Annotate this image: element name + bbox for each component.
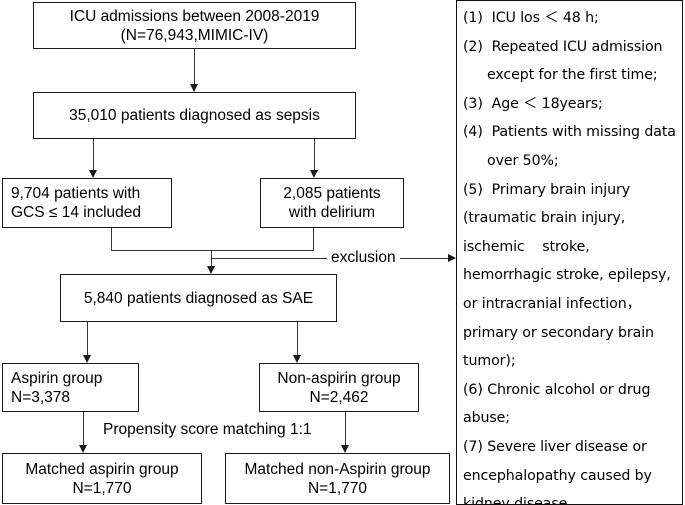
connector-aspirin-to-matched [83, 412, 84, 445]
exclusion-line: (4) Patients with missing data [463, 124, 676, 141]
connector-delirium-down [313, 228, 314, 250]
exclusion-line: except for the first time; [487, 67, 658, 84]
exclusion-line: over 50%; [487, 152, 559, 169]
arrowhead-sepsis-to-gcs [89, 170, 97, 178]
node-sepsis: 35,010 patients diagnosed as sepsis [33, 92, 356, 139]
node-non-aspirin-group: Non-aspirin group N=2,462 [259, 363, 419, 412]
exclusion-line: tumor); [463, 353, 516, 370]
exclusion-line: (6) Chronic alcohol or drug [463, 381, 651, 398]
connector-icu-to-sepsis [194, 49, 195, 84]
exclusion-line: (1) ICU los ＜ 48 h; [463, 10, 599, 26]
node-delirium: 2,085 patients with delirium [260, 178, 404, 228]
node-matched-aspirin-group: Matched aspirin group N=1,770 [2, 453, 202, 504]
connector-sepsis-to-delirium [314, 139, 315, 170]
exclusion-line: (5) Primary brain injury [463, 181, 631, 198]
arrowhead-merge-to-sae [207, 266, 215, 274]
arrowhead-non-aspirin-to-matched [341, 445, 349, 453]
arrowhead-sae-to-non-aspirin [293, 355, 301, 363]
connector-merge-to-sae [211, 250, 212, 268]
node-icu-admissions: ICU admissions between 2008-2019 (N=76,9… [33, 2, 356, 49]
arrowhead-sae-to-aspirin [83, 355, 91, 363]
connector-non-aspirin-to-matched [345, 412, 346, 445]
connector-sae-to-non-aspirin [297, 322, 298, 355]
exclusion-line: (traumatic brain injury, [463, 210, 626, 227]
node-matched-non-aspirin-group: Matched non-Aspirin group N=1,770 [225, 453, 450, 504]
connector-gcs-down [111, 228, 112, 250]
node-aspirin-group: Aspirin group N=3,378 [2, 363, 139, 412]
exclusion-line: (2) Repeated ICU admission [463, 38, 663, 55]
exclusion-line: ischemic stroke, [463, 238, 590, 255]
connector-sepsis-to-gcs [93, 139, 94, 170]
exclusion-line: or intracranial infection， [463, 295, 641, 312]
edge-label-exclusion: exclusion [327, 249, 400, 267]
arrowhead-exclusion [448, 254, 456, 262]
exclusion-criteria-panel: (1) ICU los ＜ 48 h; (2) Repeated ICU adm… [456, 0, 683, 505]
arrowhead-aspirin-to-matched [79, 445, 87, 453]
exclusion-line: (7) Severe liver disease or [463, 438, 647, 455]
exclusion-line: kidney disease. [463, 496, 572, 505]
exclusion-line: hemorrhagic stroke, epilepsy, [463, 267, 671, 284]
arrowhead-icu-to-sepsis [190, 84, 198, 92]
node-gcs-included: 9,704 patients with GCS ≤ 14 included [2, 178, 172, 228]
edge-label-propensity-matching: Propensity score matching 1:1 [99, 421, 316, 439]
exclusion-line: abuse; [463, 410, 510, 427]
arrowhead-sepsis-to-delirium [310, 170, 318, 178]
exclusion-line: primary or secondary brain [463, 324, 654, 341]
connector-sae-to-aspirin [87, 322, 88, 355]
exclusion-line: (3) Age ＜ 18years; [463, 95, 603, 112]
exclusion-line: encephalopathy caused by [463, 467, 652, 484]
node-sae: 5,840 patients diagnosed as SAE [60, 274, 337, 322]
connector-merge-bus [111, 250, 314, 251]
